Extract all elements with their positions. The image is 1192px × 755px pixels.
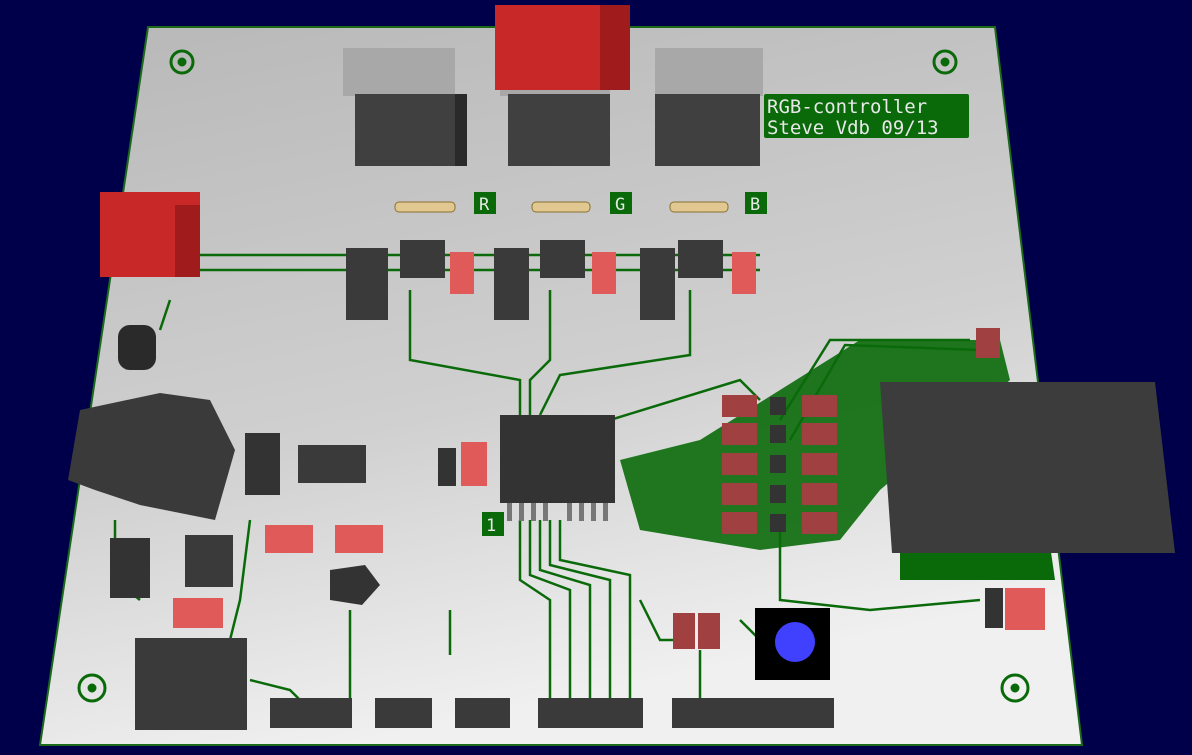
smd-capacitor-1: [265, 525, 313, 553]
mounting-holes: [77, 49, 1030, 703]
push-button[interactable]: [755, 608, 830, 680]
mosfet-red: [343, 48, 467, 166]
smd-inductor: [110, 538, 150, 598]
pin1-marker-box: [482, 512, 504, 536]
label-b: B: [750, 195, 760, 215]
transistor-to92: [330, 565, 380, 605]
smd-capacitor-5: [1005, 588, 1045, 630]
label-r: R: [479, 195, 490, 215]
driver-stage: [346, 240, 756, 320]
pin1-marker: 1: [486, 516, 496, 536]
voltage-regulator: [298, 445, 366, 483]
smd-resistor-button-1: [673, 613, 695, 649]
smd-resistor-button-2: [698, 613, 720, 649]
resistors: [394, 201, 729, 213]
smd-resistor-array: [722, 328, 1000, 534]
silkscreen-label-box: [764, 94, 969, 138]
power-connector-side: [175, 205, 200, 277]
large-capacitor: [135, 638, 247, 730]
smd-capacitor-4: [461, 442, 487, 486]
button-cap[interactable]: [775, 622, 815, 662]
smd-diodes: [770, 397, 786, 532]
ic-pins: [507, 503, 608, 521]
mosfet-blue: [655, 48, 763, 166]
microcontroller-ic: [500, 415, 615, 503]
pcb-board: [38, 26, 1084, 746]
pin-headers: [270, 698, 834, 728]
board-title: RGB-controller: [767, 96, 927, 118]
channel-labels: R G B: [474, 192, 767, 215]
board-author: Steve Vdb 09/13: [767, 117, 939, 139]
label-g: G: [615, 195, 625, 215]
smd-capacitor-2: [335, 525, 383, 553]
diode: [118, 325, 156, 370]
wireless-module: [880, 382, 1175, 553]
smd-ic-power: [185, 535, 233, 587]
capacitor-smd: [245, 433, 280, 495]
crystal: [438, 448, 456, 486]
terminal-block-side: [600, 5, 630, 90]
smd-capacitor-3: [173, 598, 223, 628]
copper-pour-bottom: [900, 545, 1055, 580]
dc-jack-barrel: [68, 393, 235, 520]
smd-transistor: [985, 588, 1003, 628]
